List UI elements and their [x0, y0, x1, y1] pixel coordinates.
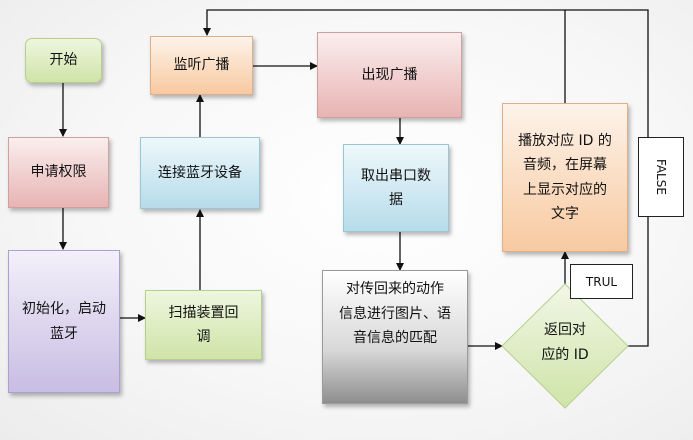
- serial-data-label: 取出串口数 据: [361, 167, 431, 209]
- play-audio-node: 播放对应 ID 的 音频，在屏幕 上显示对应的 文字: [502, 103, 628, 252]
- serial-data-node: 取出串口数 据: [343, 144, 449, 232]
- false-label-box: FALSE: [638, 137, 684, 217]
- request-permission-label: 申请权限: [30, 164, 87, 181]
- scan-callback-node: 扫描装置回 调: [145, 290, 262, 360]
- edge-play-loop: [203, 9, 566, 103]
- broadcast-appears-label: 出现广播: [361, 66, 418, 83]
- decision-label: 返回对 应的 ID: [541, 322, 589, 363]
- connect-device-label: 连接蓝牙设备: [158, 164, 242, 181]
- start-label: 开始: [49, 52, 78, 69]
- false-label: FALSE: [654, 159, 668, 195]
- play-audio-label: 播放对应 ID 的 音频，在屏幕 上显示对应的 文字: [518, 132, 612, 223]
- true-label-box: TRUL: [570, 264, 633, 299]
- connect-device-node: 连接蓝牙设备: [140, 137, 260, 209]
- listen-broadcast-label: 监听广播: [173, 57, 230, 74]
- request-permission-node: 申请权限: [8, 137, 109, 208]
- listen-broadcast-node: 监听广播: [150, 36, 253, 95]
- scan-callback-label: 扫描装置回 调: [168, 304, 239, 346]
- init-bluetooth-label: 初始化，启动 蓝牙: [22, 301, 106, 342]
- start-node: 开始: [25, 38, 102, 83]
- true-label: TRUL: [585, 274, 618, 289]
- broadcast-appears-node: 出现广播: [317, 32, 462, 118]
- init-bluetooth-node: 初始化，启动 蓝牙: [8, 250, 120, 393]
- decision-diamond: [501, 283, 629, 409]
- match-info-label: 对传回来的动作 信息进行图片、语 音信息的匹配: [339, 281, 451, 346]
- match-info-node: 对传回来的动作 信息进行图片、语 音信息的匹配: [322, 270, 468, 404]
